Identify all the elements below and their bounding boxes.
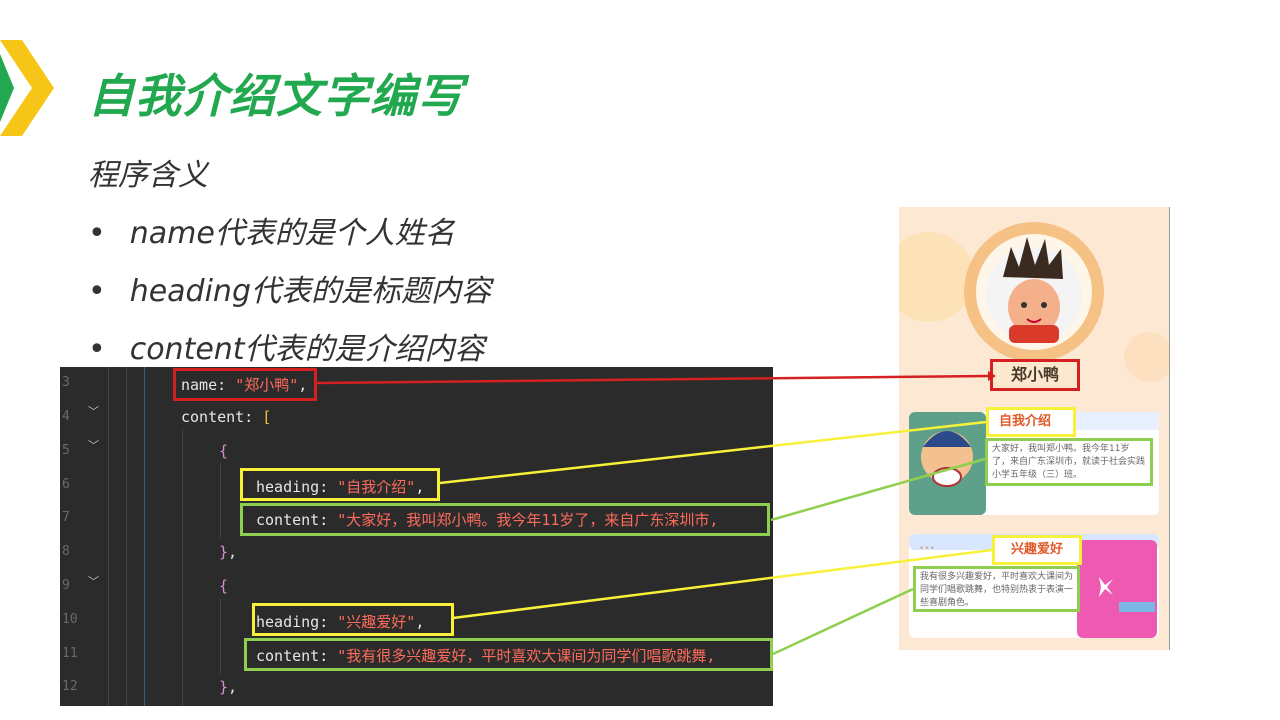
preview-name: 郑小鸭	[990, 359, 1080, 391]
line-number: 11	[62, 646, 78, 661]
line-number: 10	[62, 612, 78, 627]
line-number: 6	[62, 477, 70, 492]
avatar-badge-icon	[964, 222, 1104, 362]
code-line-heading-1: heading: "自我介绍",	[256, 478, 425, 496]
preview-card1-text-box: 大家好，我叫郑小鸭。我今年11岁了，来自广东深圳市，就读于社会实践小学五年级（三…	[985, 438, 1153, 486]
highlight-box-content-2	[244, 638, 773, 671]
slide-subtitle: 程序含义	[88, 158, 208, 193]
indent-guide	[220, 463, 221, 539]
line-number: 7	[62, 510, 70, 525]
preview-card1-text: 大家好，我叫郑小鸭。我今年11岁了，来自广东深圳市，就读于社会实践小学五年级（三…	[992, 444, 1146, 480]
fold-chevron-icon[interactable]: ﹀	[88, 439, 99, 452]
indent-guide	[182, 429, 183, 706]
highlight-box-heading-2	[252, 603, 454, 636]
indent-guide	[220, 599, 221, 675]
line-number: 4	[62, 409, 70, 424]
connector-line-content-2	[772, 587, 914, 656]
more-icon: •••	[919, 544, 935, 554]
bullet-dot: •	[88, 332, 106, 367]
chevron-decoration	[0, 40, 54, 136]
code-editor[interactable]: 3 4 5 6 7 8 9 10 11 12 ﹀ ﹀ ﹀ name: "郑小鸭"…	[60, 367, 773, 706]
code-line-open-brace: {	[219, 577, 229, 595]
preview-card2-text: 我有很多兴趣爱好，平时喜欢大课间为同学们唱歌跳舞，也特别热衷于表演一些喜剧角色。	[920, 572, 1074, 608]
highlight-box-content-1	[240, 503, 770, 536]
code-line-heading-2: heading: "兴趣爱好",	[256, 613, 425, 631]
code-line-name: name: "郑小鸭",	[181, 376, 308, 394]
line-number: 3	[62, 375, 70, 390]
indent-guide	[108, 367, 109, 706]
code-line-open-brace: {	[219, 442, 229, 460]
code-line-close-brace: },	[219, 678, 238, 696]
bullet-item-heading: • heading代表的是标题内容	[88, 266, 491, 310]
bullet-text: content代表的是介绍内容	[129, 332, 485, 367]
indent-guide	[144, 367, 145, 706]
slide-title: 自我介绍文字编写	[88, 69, 464, 123]
fold-chevron-icon[interactable]: ﹀	[88, 405, 99, 418]
highlight-box-name	[173, 368, 317, 401]
bullet-dot: •	[88, 216, 106, 251]
preview-card2-title: 兴趣爱好	[1010, 542, 1063, 557]
line-number: 5	[62, 443, 70, 458]
bullet-item-name: • name代表的是个人姓名	[88, 208, 455, 252]
line-gutter: 3 4 5 6 7 8 9 10 11 12 ﹀ ﹀ ﹀	[60, 367, 108, 706]
code-line-close-brace: },	[219, 543, 238, 561]
bullet-text: heading代表的是标题内容	[129, 274, 491, 309]
bullet-text: name代表的是个人姓名	[129, 216, 455, 251]
preview-card1-title: 自我介绍	[999, 414, 1052, 429]
indent-guide	[126, 367, 127, 706]
line-number: 8	[62, 544, 70, 559]
bullet-dot: •	[88, 274, 106, 309]
preview-card2-text-box: 我有很多兴趣爱好，平时喜欢大课间为同学们唱歌跳舞，也特别热衷于表演一些喜剧角色。	[913, 566, 1080, 612]
preview-card1-title-box: 自我介绍	[986, 407, 1076, 437]
line-number: 12	[62, 679, 78, 694]
code-line-content-1: content: "大家好，我叫郑小鸭。我今年11岁了，来自广东深圳市,	[256, 511, 719, 529]
bullet-item-content: • content代表的是介绍内容	[88, 324, 485, 368]
preview-card2-title-box: 兴趣爱好	[992, 535, 1082, 565]
code-line-content-2: content: "我有很多兴趣爱好，平时喜欢大课间为同学们唱歌跳舞,	[256, 647, 716, 665]
code-line-content: content: [	[181, 408, 272, 426]
line-number: 9	[62, 578, 70, 593]
fold-chevron-icon[interactable]: ﹀	[88, 575, 99, 588]
highlight-box-heading-1	[240, 468, 440, 501]
preview-edge	[1169, 207, 1170, 650]
